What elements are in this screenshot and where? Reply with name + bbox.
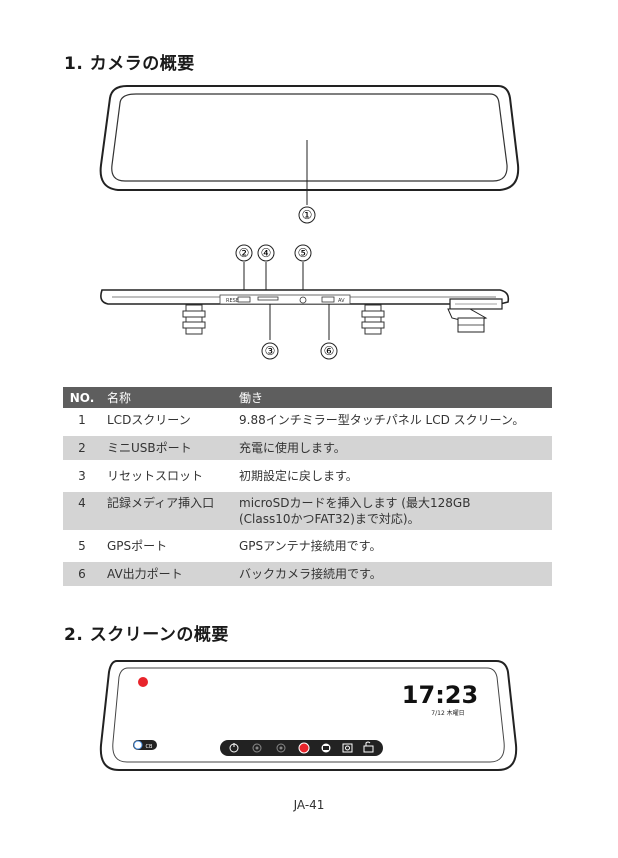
record-button-icon[interactable] — [299, 743, 309, 753]
row-no: 1 — [63, 408, 101, 432]
row-no: 2 — [63, 436, 101, 460]
screen-outer-frame — [101, 661, 516, 770]
callout-6: ⑥ — [324, 344, 335, 358]
row-function-line2: (Class10かつFAT32)まで対応)。 — [239, 511, 550, 527]
sd-card-slot — [258, 297, 278, 300]
parts-table: NO. 名称 働き 1 LCDスクリーン 9.88インチミラー型タッチパネル L… — [63, 387, 552, 586]
table-row: 5 GPSポート GPSアンテナ接続用です。 — [63, 534, 552, 558]
row-name: AV出力ポート — [101, 562, 237, 586]
callout-2: ② — [239, 246, 250, 260]
clock-time: 17:23 — [402, 681, 478, 709]
mirror-lcd-screen — [112, 94, 507, 181]
page-number: JA-41 — [0, 798, 618, 812]
row-function: 充電に使用します。 — [237, 436, 552, 460]
recording-dot-icon — [138, 677, 148, 687]
header-function: 働き — [237, 387, 552, 408]
row-no: 5 — [63, 534, 101, 558]
table-row: 1 LCDスクリーン 9.88インチミラー型タッチパネル LCD スクリーン。 — [63, 408, 552, 432]
screen-toolbar — [220, 740, 383, 756]
table-row: 3 リセットスロット 初期設定に戻します。 — [63, 464, 552, 488]
row-function: microSDカードを挿入します (最大128GB (Class10かつFAT3… — [237, 492, 552, 530]
section-2-title: 2. スクリーンの概要 — [64, 620, 229, 645]
row-name: LCDスクリーン — [101, 408, 237, 432]
camera-photo-icon[interactable] — [343, 744, 352, 752]
clock-date: 7/12 木曜日 — [431, 709, 464, 717]
brightness-icon[interactable] — [277, 744, 285, 752]
row-function-line1: microSDカードを挿入します (最大128GB — [239, 495, 550, 511]
row-function: 9.88インチミラー型タッチパネル LCD スクリーン。 — [237, 408, 552, 432]
camera-switch-label: CB — [146, 744, 153, 750]
row-name: GPSポート — [101, 534, 237, 558]
row-no: 4 — [63, 492, 101, 530]
row-function: GPSアンテナ接続用です。 — [237, 534, 552, 558]
right-rubber-mount — [362, 305, 384, 334]
front-camera-module — [448, 299, 502, 332]
av-port — [322, 297, 334, 302]
row-function: バックカメラ接続用です。 — [237, 562, 552, 586]
camera-overview-figure: ① ② ④ ⑤ RESET AV ③ — [0, 0, 618, 380]
lock-file-icon[interactable] — [322, 744, 331, 753]
header-no: NO. — [63, 387, 101, 408]
table-header-row: NO. 名称 働き — [63, 387, 552, 408]
row-name: リセットスロット — [101, 464, 237, 488]
left-rubber-mount — [183, 305, 205, 334]
row-no: 6 — [63, 562, 101, 586]
callout-4: ④ — [261, 246, 272, 260]
row-name: ミニUSBポート — [101, 436, 237, 460]
callout-3: ③ — [265, 344, 276, 358]
settings-gear-icon[interactable] — [253, 744, 261, 752]
av-port-label: AV — [338, 298, 345, 304]
row-function: 初期設定に戻します。 — [237, 464, 552, 488]
mini-usb-port — [238, 297, 250, 302]
screen-display-area — [113, 668, 504, 762]
camera-switch-button[interactable]: CB — [133, 740, 157, 750]
unlock-icon[interactable] — [364, 742, 373, 752]
gps-port — [300, 297, 306, 303]
power-icon[interactable] — [230, 743, 238, 752]
row-name: 記録メディア挿入口 — [101, 492, 237, 530]
callout-1: ① — [302, 208, 313, 222]
table-row: 2 ミニUSBポート 充電に使用します。 — [63, 436, 552, 460]
table-row: 6 AV出力ポート バックカメラ接続用です。 — [63, 562, 552, 586]
header-name: 名称 — [101, 387, 237, 408]
callout-5: ⑤ — [298, 246, 309, 260]
row-no: 3 — [63, 464, 101, 488]
table-row: 4 記録メディア挿入口 microSDカードを挿入します (最大128GB (C… — [63, 492, 552, 530]
